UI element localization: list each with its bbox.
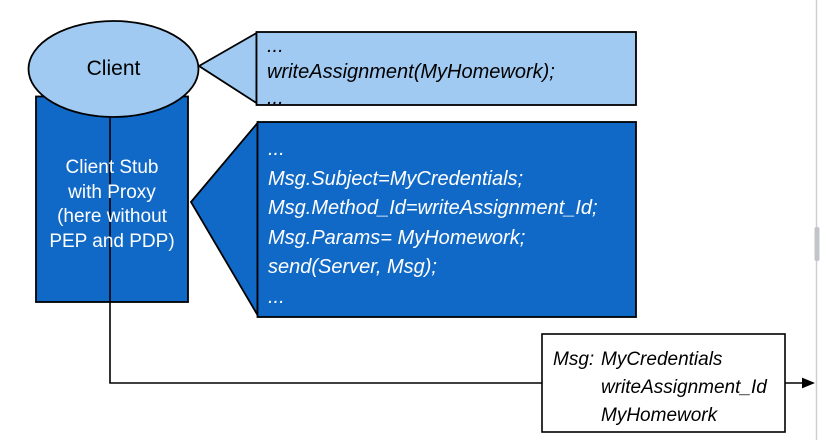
stub-code-line: Msg.Method_Id=writeAssignment_Id; [268, 197, 598, 219]
message-box-items: MyCredentials writeAssignment_Id MyHomew… [601, 346, 767, 430]
stub-code-line: Msg.Params= MyHomework; [268, 226, 526, 249]
client-stub-label-line: Client Stub [65, 157, 159, 178]
client-stub-label-line: PEP and PDP) [49, 230, 175, 252]
client-stub-label-line: (here without [57, 206, 167, 227]
scrollbar-thumb[interactable] [814, 227, 820, 261]
stub-code-line: send(Server, Msg); [268, 256, 437, 278]
client-code-text: ... writeAssignment(MyHomework); ... [267, 33, 555, 111]
client-code-callout-bubble [255, 31, 637, 106]
stub-code-line: Msg.Subject=MyCredentials; [268, 167, 524, 190]
client-ellipse [27, 20, 200, 118]
client-label: Client [86, 57, 141, 80]
stub-code-line: ... [268, 138, 285, 160]
stub-code-line: ... [268, 285, 285, 308]
client-stub-label-line: with Proxy [68, 181, 156, 203]
stub-code-callout-pointer [189, 120, 259, 319]
message-box-item: MyCredentials [601, 349, 723, 370]
client-code-line: ... [267, 35, 284, 57]
message-flow-arrowhead-icon [802, 377, 815, 389]
stub-code-callout-bubble [256, 121, 637, 318]
client-code-callout-pointer [197, 31, 258, 105]
message-box-label: Msg: [553, 349, 595, 370]
client-stub-box [35, 95, 189, 303]
stub-code-text: ... Msg.Subject=MyCredentials; Msg.Metho… [268, 135, 598, 312]
client-stub-label: Client Stub with Proxy (here without PEP… [36, 156, 188, 254]
message-box-item: MyHomework [601, 405, 718, 426]
message-box-item: writeAssignment_Id [601, 377, 767, 398]
client-code-line: ... [267, 87, 284, 109]
message-box [541, 333, 786, 433]
client-code-line: writeAssignment(MyHomework); [267, 61, 555, 83]
